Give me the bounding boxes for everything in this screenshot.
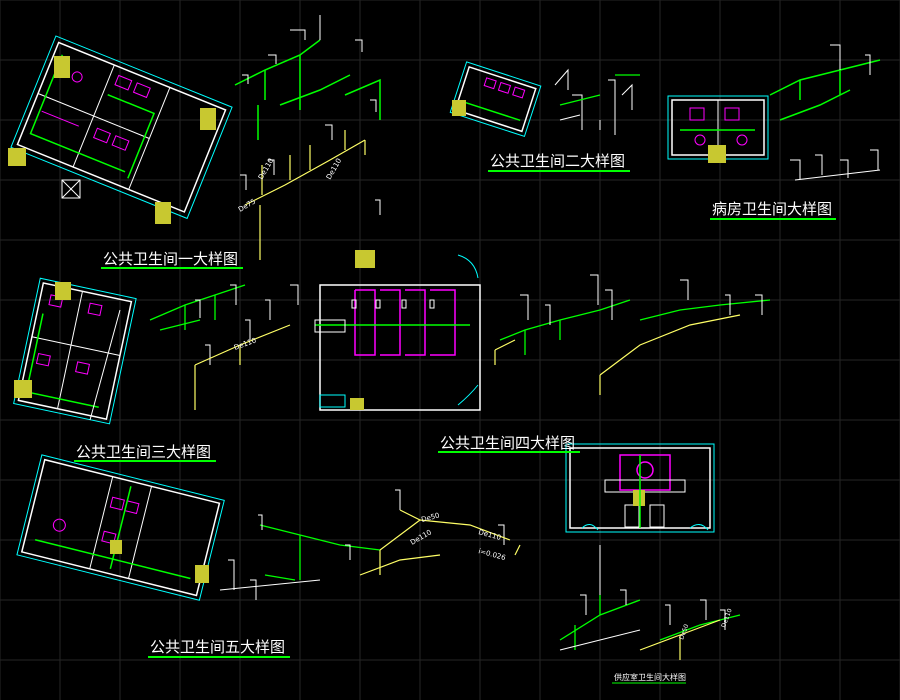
pipe-label: De110 xyxy=(325,157,343,181)
toilet-4-isometric xyxy=(494,274,771,395)
supply-room-isometric: De50 De110 xyxy=(559,545,741,660)
title-toilet-5: 公共卫生间五大样图 xyxy=(150,638,285,656)
title-supply-room: 供应室卫生间大样图 xyxy=(614,672,686,682)
title-toilet-4: 公共卫生间四大样图 xyxy=(440,434,575,452)
pipe-label: De110 xyxy=(233,336,257,351)
title-toilet-2: 公共卫生间二大样图 xyxy=(490,152,625,170)
toilet-5-plan xyxy=(16,454,225,601)
pipe-label: De110 xyxy=(257,157,275,181)
toilet-2-isometric xyxy=(554,68,640,135)
pipe-label: De110 xyxy=(720,608,733,629)
toilet-5-isometric: De50 De110 De110 i=0.026 xyxy=(219,489,521,600)
pipe-label: i=0.026 xyxy=(477,547,506,562)
supply-room-plan xyxy=(565,443,715,533)
toilet-1-plan xyxy=(8,35,233,224)
toilet-4-plan xyxy=(314,250,481,411)
title-ward-bath: 病房卫生间大样图 xyxy=(712,200,832,218)
ward-bathroom-plan xyxy=(667,95,769,163)
drawing-titles: 公共卫生间一大样图 公共卫生间二大样图 病房卫生间大样图 公共卫生间三大样图 公… xyxy=(74,152,836,684)
toilet-3-isometric: De110 xyxy=(149,284,299,410)
title-toilet-3: 公共卫生间三大样图 xyxy=(76,443,211,461)
pipe-label: De110 xyxy=(409,528,433,546)
toilet-1-isometric: De110 De110 De75 xyxy=(234,15,381,260)
toilet-3-plan xyxy=(13,277,137,425)
title-toilet-1: 公共卫生间一大样图 xyxy=(103,250,238,268)
ward-bathroom-isometric xyxy=(769,44,881,181)
toilet-2-plan xyxy=(449,61,542,138)
